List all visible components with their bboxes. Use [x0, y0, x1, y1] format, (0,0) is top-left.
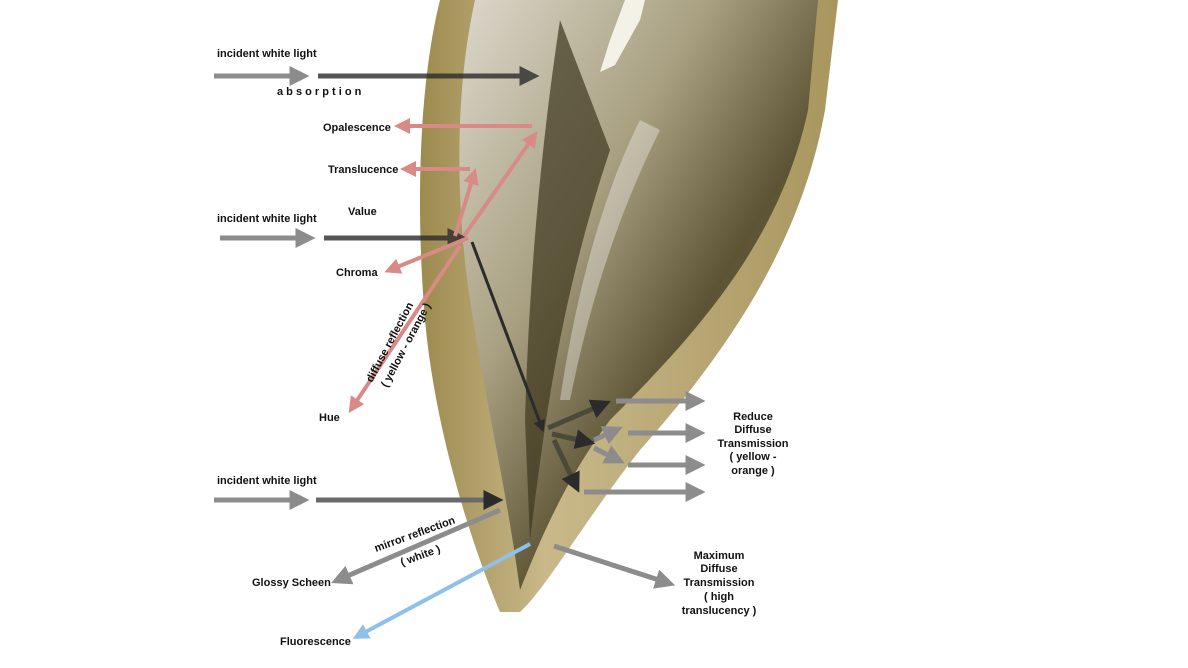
- label-absorption: a b s o r p t i o n: [277, 86, 362, 98]
- tooth-image: [420, 0, 838, 612]
- label-mirror-white: ( white ): [399, 543, 442, 569]
- pulp-chamber: [600, 0, 645, 72]
- transmission-arrows: [331, 391, 706, 589]
- reduce-line-1: Reduce: [733, 411, 773, 423]
- maximum-line-4: ( high: [704, 591, 734, 603]
- incident-arrows: [214, 66, 545, 510]
- maximum-line-2: Diffuse: [700, 563, 737, 575]
- label-incident-1: incident white light: [217, 48, 317, 60]
- highlight: [560, 120, 660, 400]
- label-translucence: Translucence: [328, 164, 398, 176]
- reduce-line-5: orange ): [731, 465, 775, 477]
- label-reduce-diffuse-transmission: Reduce Diffuse Transmission ( yellow - o…: [718, 411, 789, 477]
- label-opalescence: Opalescence: [323, 122, 391, 134]
- label-hue: Hue: [319, 412, 340, 424]
- label-maximum-diffuse-transmission: Maximum Diffuse Transmission ( high tran…: [682, 550, 757, 617]
- fluorescence-arrow: [352, 542, 531, 639]
- reduce-line-2: Diffuse: [734, 424, 771, 436]
- label-chroma: Chroma: [336, 267, 378, 279]
- maximum-line-5: translucency ): [682, 605, 757, 617]
- maximum-line-3: Transmission: [684, 577, 755, 589]
- reflection-arrows: [348, 118, 538, 413]
- label-fluorescence: Fluorescence: [280, 636, 351, 648]
- label-glossy-scheen: Glossy Scheen: [252, 577, 331, 589]
- reduce-line-3: Transmission: [718, 438, 789, 450]
- reduce-line-4: ( yellow -: [729, 451, 776, 463]
- maximum-line-1: Maximum: [694, 550, 745, 562]
- dentin: [459, 0, 818, 590]
- label-incident-2: incident white light: [217, 213, 317, 225]
- pulp: [525, 20, 610, 540]
- label-value: Value: [348, 206, 377, 218]
- label-incident-3: incident white light: [217, 475, 317, 487]
